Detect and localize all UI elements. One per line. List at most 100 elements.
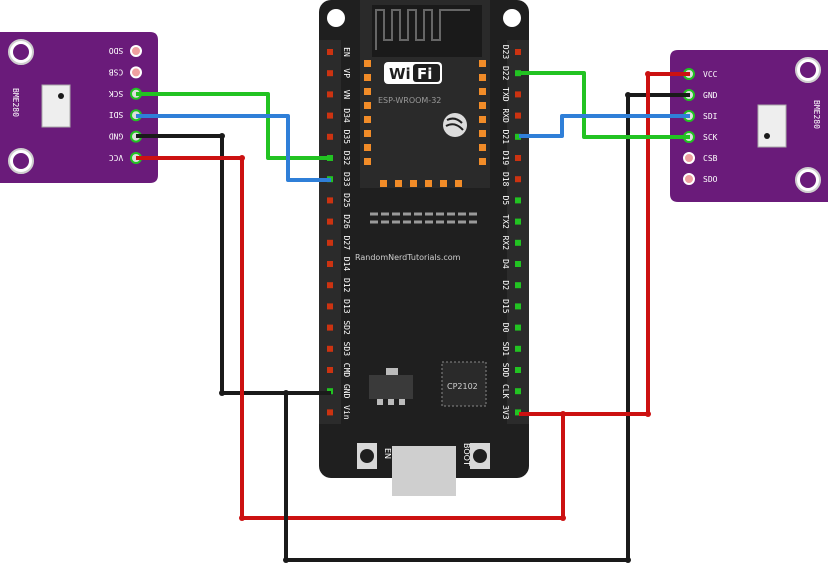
left-sensor-pin-label: SCK (109, 89, 124, 98)
right-pin-label: D4 (501, 259, 510, 269)
left-pin-label: D26 (342, 214, 351, 229)
left-header-pin[interactable] (327, 70, 333, 77)
left-pin-label: D12 (342, 278, 351, 293)
left-header-pin[interactable] (327, 261, 333, 267)
right-pin-label: D19 (501, 151, 510, 166)
left-pin-label: D32 (342, 151, 351, 166)
left-sensor-title: BME280 (11, 88, 20, 117)
left-header-pin[interactable] (327, 367, 333, 373)
left-pin-label: D25 (342, 193, 351, 208)
left-header-pin[interactable] (327, 91, 333, 98)
right-header-pin[interactable] (515, 261, 521, 267)
left-sensor-pin[interactable] (130, 45, 142, 57)
chip-label: CP2102 (447, 382, 478, 391)
left-pin-label: VN (342, 90, 351, 100)
left-header-pin[interactable] (327, 112, 333, 119)
right-pins: D23D22TXDRXDD21D19D18D5TX2RX2D4D2D15D0SD… (501, 45, 521, 420)
right-pin-label: D22 (501, 66, 510, 81)
right-header-pin[interactable] (515, 155, 521, 161)
right-header-pin[interactable] (515, 218, 521, 225)
left-header-pin[interactable] (327, 303, 333, 310)
left-header-pin[interactable] (327, 282, 333, 289)
right-pin-label: D2 (501, 280, 510, 290)
wire-right-sdi (519, 114, 690, 138)
right-sensor-pin-label: SDI (703, 112, 718, 121)
left-header-pin[interactable] (327, 324, 333, 331)
right-sensor-pin-label: SCK (703, 133, 718, 142)
wifi-logo-text2: Fi (417, 65, 432, 83)
right-pin-label: CLK (501, 384, 510, 399)
right-pin-label: TX2 (501, 214, 510, 229)
right-header-pin[interactable] (515, 239, 521, 246)
left-pin-label: EN (342, 47, 351, 57)
left-pin-label: Vin (342, 405, 351, 420)
board-mount-hole (327, 9, 345, 27)
right-header-pin[interactable] (515, 367, 521, 373)
right-header-pin[interactable] (515, 49, 521, 55)
right-header-pin[interactable] (515, 197, 521, 204)
wire-right-sck (519, 71, 690, 139)
right-pin-label: RX2 (501, 236, 510, 251)
left-pin-label: SD3 (342, 342, 351, 357)
board-mount-hole (503, 9, 521, 27)
wire-left-sdi (136, 114, 331, 182)
antenna-trace (375, 9, 470, 50)
right-header-pin[interactable] (515, 282, 521, 289)
left-header-pin[interactable] (327, 133, 333, 140)
right-pin-label: D0 (501, 323, 510, 333)
right-pin-label: 3V3 (501, 405, 510, 420)
right-header-pin[interactable] (515, 409, 521, 416)
wire-joints (239, 71, 651, 521)
left-pin-label: VP (342, 68, 351, 78)
cp2102-chip (441, 361, 487, 407)
left-pin-label: D33 (342, 172, 351, 187)
left-header-pin[interactable] (327, 409, 333, 416)
left-sensor-pin-label: SDI (109, 110, 124, 119)
wire-left-gnd (136, 134, 331, 395)
left-pin-label: D14 (342, 257, 351, 272)
right-header-pin[interactable] (515, 91, 521, 98)
right-pin-label: RXD (501, 108, 510, 123)
left-pin-label: D34 (342, 108, 351, 123)
right-sensor-pin-label: SDO (703, 175, 718, 184)
left-header-pin[interactable] (327, 239, 333, 246)
right-pin-label: TXD (501, 87, 510, 102)
en-button-label: EN (383, 448, 392, 459)
right-header-pin[interactable] (515, 345, 521, 352)
voltage-regulator (369, 375, 413, 399)
right-sensor-pin[interactable] (683, 173, 695, 185)
left-pin-label: D35 (342, 130, 351, 145)
wire-left-sck (136, 92, 331, 160)
bme280-right: BME280 (670, 50, 828, 202)
site-label: RandomNerdTutorials.com (355, 253, 461, 262)
usb-connector (392, 446, 456, 496)
right-pin-label: D23 (501, 45, 510, 60)
left-sensor-pin-label: CSB (109, 67, 124, 76)
left-pins: ENVPVND34D35D32D33D25D26D27D14D12D13SD2S… (327, 47, 351, 420)
sensor-chip (41, 84, 71, 128)
left-header (319, 40, 341, 424)
right-header-pin[interactable] (515, 112, 521, 119)
wire-right-vcc (519, 72, 690, 416)
right-sensor-pin[interactable] (683, 152, 695, 164)
right-header-pin[interactable] (515, 324, 521, 331)
left-header-pin[interactable] (327, 49, 333, 55)
right-header-pin[interactable] (515, 176, 521, 183)
left-header-pin[interactable] (327, 218, 333, 225)
left-header-pin[interactable] (327, 197, 333, 204)
left-pin-label: D13 (342, 299, 351, 314)
right-header-pin[interactable] (515, 133, 521, 140)
right-sensor-title: BME280 (812, 100, 821, 129)
right-header-pin[interactable] (515, 70, 521, 77)
module-pads (364, 60, 486, 187)
sensor-chip (757, 104, 787, 148)
right-header-pin[interactable] (515, 303, 521, 310)
left-sensor-pin[interactable] (130, 66, 142, 79)
bme280-left: BME280 (0, 32, 158, 183)
right-pin-label: D21 (501, 130, 510, 145)
module-label: ESP-WROOM-32 (378, 96, 441, 105)
left-header-pin[interactable] (327, 345, 333, 352)
left-sensor-pin-label: GND (109, 132, 124, 141)
wifi-logo-text: Wi (389, 65, 411, 83)
right-header-pin[interactable] (515, 388, 521, 395)
